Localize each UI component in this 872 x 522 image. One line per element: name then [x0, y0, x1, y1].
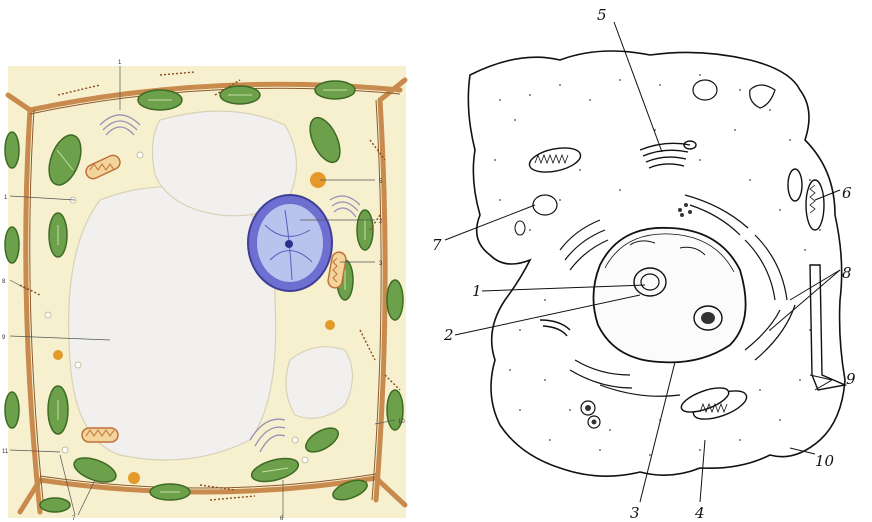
plant-label-top: 1	[118, 60, 122, 66]
plant-label-8: 8	[2, 279, 6, 285]
animal-label-2: 2	[443, 326, 454, 344]
large-vacuole	[69, 187, 276, 460]
plant-label-10: 10	[398, 419, 405, 425]
animal-vacuole-2	[533, 195, 557, 215]
animal-label-6: 6	[842, 184, 852, 202]
animal-label-8: 8	[842, 264, 852, 282]
animal-label-7: 7	[432, 236, 442, 254]
plant-label-left-upper: 1	[4, 195, 8, 201]
animal-label-9: 9	[846, 370, 856, 388]
small-vacuole	[286, 347, 353, 419]
animal-label-10: 10	[815, 452, 835, 470]
plant-nucleus	[248, 195, 332, 291]
animal-label-1: 1	[472, 282, 482, 300]
plant-label-9: 9	[2, 335, 6, 341]
plant-cell-illustration: 1 1 5 2 3 8 9 10 11 7 6	[2, 60, 406, 522]
animal-nucleus	[593, 228, 745, 363]
animal-vacuole-1	[693, 80, 717, 100]
animal-label-4: 4	[694, 504, 705, 522]
animal-label-5: 5	[597, 6, 607, 24]
animal-label-3: 3	[630, 504, 640, 522]
plant-label-11: 11	[2, 449, 9, 455]
animal-cell-illustration: 5 6 7 8 1 2 9 10 3 4	[432, 6, 856, 522]
